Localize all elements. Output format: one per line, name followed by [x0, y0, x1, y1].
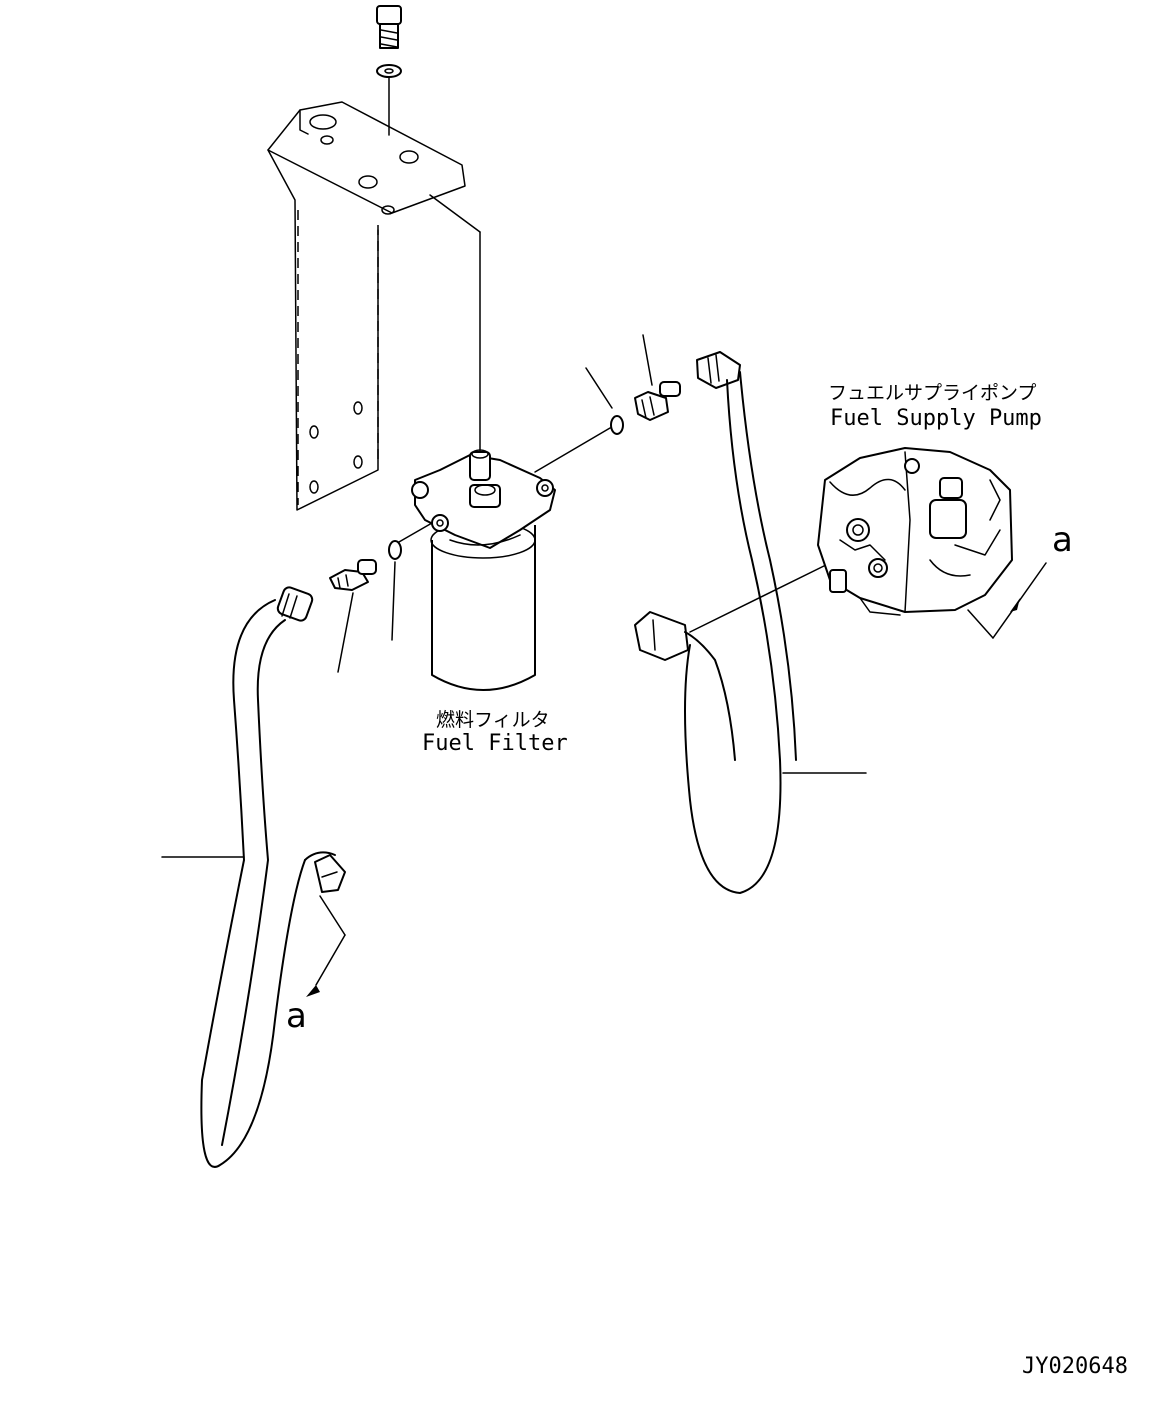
fuel-supply-pump-label-jp: フュエルサプライポンプ: [828, 382, 1036, 404]
fuel-filter-label-en: Fuel Filter: [422, 731, 568, 756]
adapter-fitting-upper: [634, 381, 681, 421]
view-arrow-right: [967, 562, 1047, 639]
bolt-washer: [376, 64, 402, 78]
fuel-hose-left: [200, 586, 346, 1168]
fuel-hose-right: [634, 351, 797, 894]
o-ring-upper: [610, 415, 624, 435]
mounting-bolt: [376, 5, 402, 49]
fuel-supply-pump-label-en: Fuel Supply Pump: [830, 406, 1042, 431]
fuel-supply-pump: [817, 447, 1013, 616]
view-arrow-left: [306, 895, 346, 997]
view-marker-left: a: [286, 996, 307, 1036]
mounting-bracket: [267, 101, 466, 511]
o-ring-left: [388, 540, 402, 560]
view-marker-right: a: [1052, 520, 1073, 560]
drawing-number: JY020648: [1022, 1354, 1128, 1379]
bracket-to-filter-line: [429, 194, 481, 233]
adapter-fitting-left: [329, 559, 377, 591]
fuel-filter-label-jp: 燃料フィルタ: [436, 709, 550, 731]
fuel-filter: [411, 449, 556, 691]
